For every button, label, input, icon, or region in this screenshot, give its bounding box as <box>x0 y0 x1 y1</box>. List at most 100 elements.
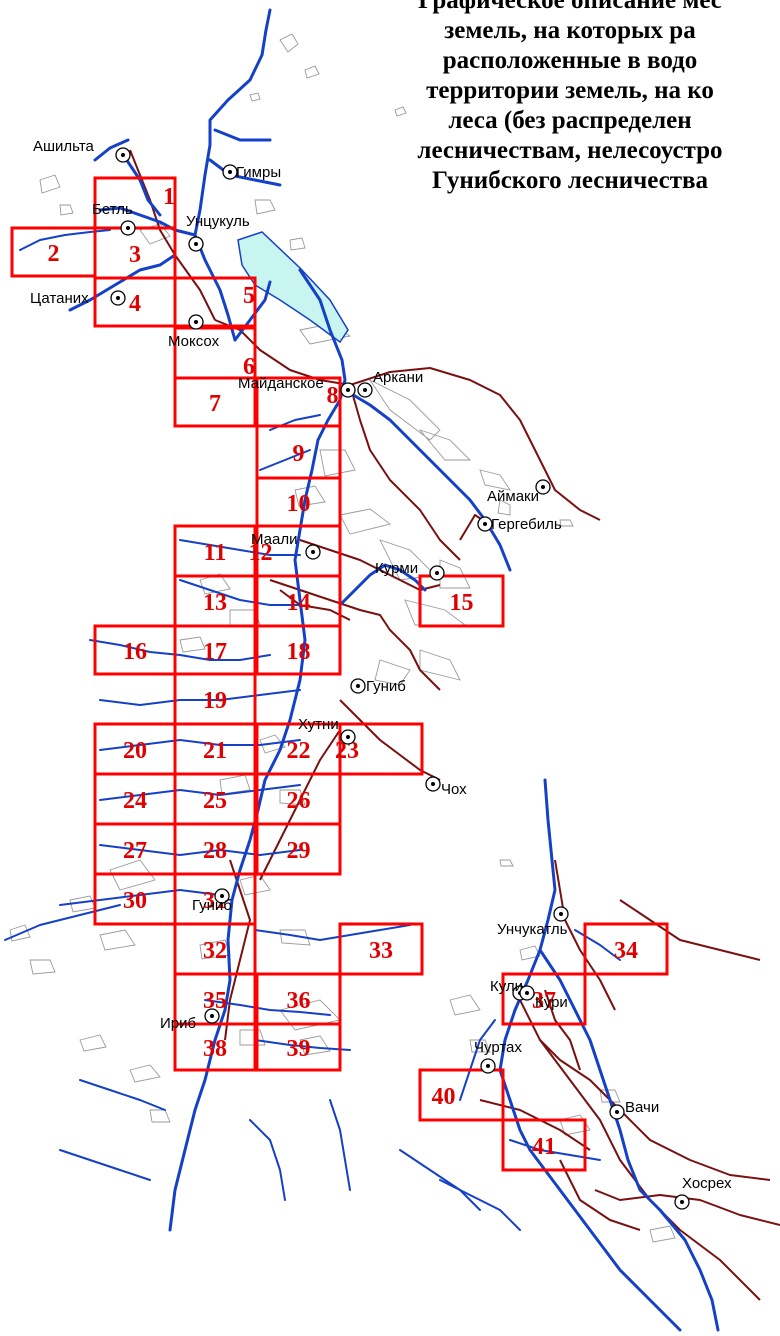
sheet-number: 7 <box>209 391 221 417</box>
settlement: Гуниб <box>350 678 406 695</box>
map-sheet-10[interactable]: 10 <box>255 476 342 528</box>
roads <box>129 149 780 1301</box>
settlement: Ириб <box>160 1008 220 1032</box>
sheet-number: 28 <box>203 838 227 864</box>
sheet-frame <box>583 922 669 976</box>
settlement-dot <box>559 912 563 916</box>
settlement-label: Аркани <box>373 369 423 386</box>
sheet-number: 30 <box>123 888 147 914</box>
sheet-frame <box>255 1022 342 1072</box>
sheet-frame <box>255 822 342 876</box>
map-sheet-12[interactable]: 12 <box>249 524 342 578</box>
settlement-label: Бетль <box>92 201 133 218</box>
map-sheet-5[interactable]: 5 <box>173 276 257 328</box>
settlement: Хосрех <box>674 1175 732 1210</box>
title-line-5: леса (без распределен <box>448 107 692 134</box>
sheet-number: 40 <box>432 1084 456 1110</box>
sheet-number: 26 <box>287 788 311 814</box>
map-sheet-9[interactable]: 9 <box>255 424 342 480</box>
settlement: Чуртах <box>474 1039 522 1074</box>
settlement-label: Моксох <box>168 333 220 350</box>
map-sheet-29[interactable]: 29 <box>255 822 342 876</box>
settlement-label: Чуртах <box>474 1039 522 1056</box>
sheet-number: 41 <box>532 1134 556 1160</box>
title-line-6: лесничествам, нелесоустро <box>417 137 723 164</box>
settlement-dot <box>346 388 350 392</box>
settlement-label: Гергебиль <box>491 516 562 533</box>
map-sheet-26[interactable]: 26 <box>255 772 342 826</box>
sheet-number: 24 <box>123 788 147 814</box>
sheet-number: 22 <box>287 738 311 764</box>
settlement: Гимры <box>222 164 281 181</box>
sheet-frame <box>173 276 257 328</box>
settlement: Майданское <box>238 375 356 398</box>
title-line-3: расположенные в водо <box>442 47 698 74</box>
map-sheet-40[interactable]: 40 <box>418 1068 505 1122</box>
settlement: Хутни <box>298 716 356 745</box>
settlement: Унцукуль <box>186 213 250 252</box>
settlement: Кури <box>519 985 568 1011</box>
sheet-number: 20 <box>123 738 147 764</box>
map-sheet-25[interactable]: 25 <box>173 772 257 826</box>
settlement-dot <box>311 550 315 554</box>
map-sheet-15[interactable]: 15 <box>418 574 505 628</box>
settlement-dot <box>116 296 120 300</box>
settlement: Маали <box>251 531 321 560</box>
map-sheet-16[interactable]: 16 <box>93 624 177 676</box>
sheet-number: 39 <box>287 1036 311 1062</box>
settlement-label: Курми <box>375 560 418 577</box>
map-sheet-19[interactable]: 19 <box>173 672 257 726</box>
sheet-number: 14 <box>287 590 311 616</box>
sheet-number: 38 <box>203 1036 227 1062</box>
settlement-dot <box>525 991 529 995</box>
map-sheet-34[interactable]: 34 <box>583 922 669 976</box>
sheet-number: 12 <box>249 540 273 566</box>
settlement-label: Чох <box>441 781 467 798</box>
settlement-label: Вачи <box>625 1099 659 1116</box>
sheet-frame <box>173 1022 257 1072</box>
sheet-number: 21 <box>203 738 227 764</box>
map-sheet-18[interactable]: 18 <box>255 624 342 676</box>
settlement-label: Маали <box>251 531 297 548</box>
map-sheet-4[interactable]: 4 <box>93 276 177 328</box>
map-sheet-39[interactable]: 39 <box>255 1022 342 1072</box>
settlement-dot <box>346 735 350 739</box>
settlement: Унчукатль <box>497 906 569 938</box>
map-sheet-17[interactable]: 17 <box>173 624 257 676</box>
map-sheet-38[interactable]: 38 <box>173 1022 257 1072</box>
sheet-number: 1 <box>163 184 175 210</box>
settlements: АшильтаГимрыБетльУнцукульЦатанихМоксохМа… <box>30 138 732 1210</box>
sheet-frame <box>418 1068 505 1122</box>
sheet-number: 33 <box>369 938 393 964</box>
map-sheet-33[interactable]: 33 <box>338 922 424 976</box>
settlement: Аркани <box>357 369 423 398</box>
settlement-dot <box>363 388 367 392</box>
map-sheet-28[interactable]: 28 <box>173 822 257 876</box>
settlement: Курми <box>375 560 445 581</box>
map-sheet-37[interactable]: 37 <box>501 972 587 1026</box>
title-line-2: земель, на которых ра <box>444 17 696 44</box>
sheet-number: 29 <box>287 838 311 864</box>
sheet-number: 9 <box>293 441 305 467</box>
settlement-label: Майданское <box>238 375 324 392</box>
sheet-number: 27 <box>123 838 147 864</box>
map-sheet-2[interactable]: 2 <box>10 226 97 278</box>
settlement: Бетль <box>92 201 136 236</box>
map-sheet-21[interactable]: 21 <box>173 722 257 776</box>
settlement: Аймаки <box>487 479 551 505</box>
map-sheet-27[interactable]: 27 <box>93 822 177 876</box>
sheet-number: 15 <box>450 590 474 616</box>
sheet-number: 37 <box>532 988 556 1014</box>
settlement-label: Хосрех <box>682 1175 732 1192</box>
settlement-dot <box>210 1014 214 1018</box>
sheet-number: 19 <box>203 688 227 714</box>
settlement-dot <box>615 1110 619 1114</box>
settlement-dot <box>220 894 224 898</box>
map-sheet-36[interactable]: 36 <box>255 972 342 1026</box>
settlement: Чох <box>425 776 467 798</box>
map-sheet-41[interactable]: 41 <box>501 1118 587 1172</box>
map-sheet-7[interactable]: 7 <box>173 376 257 428</box>
settlement-dot <box>126 226 130 230</box>
